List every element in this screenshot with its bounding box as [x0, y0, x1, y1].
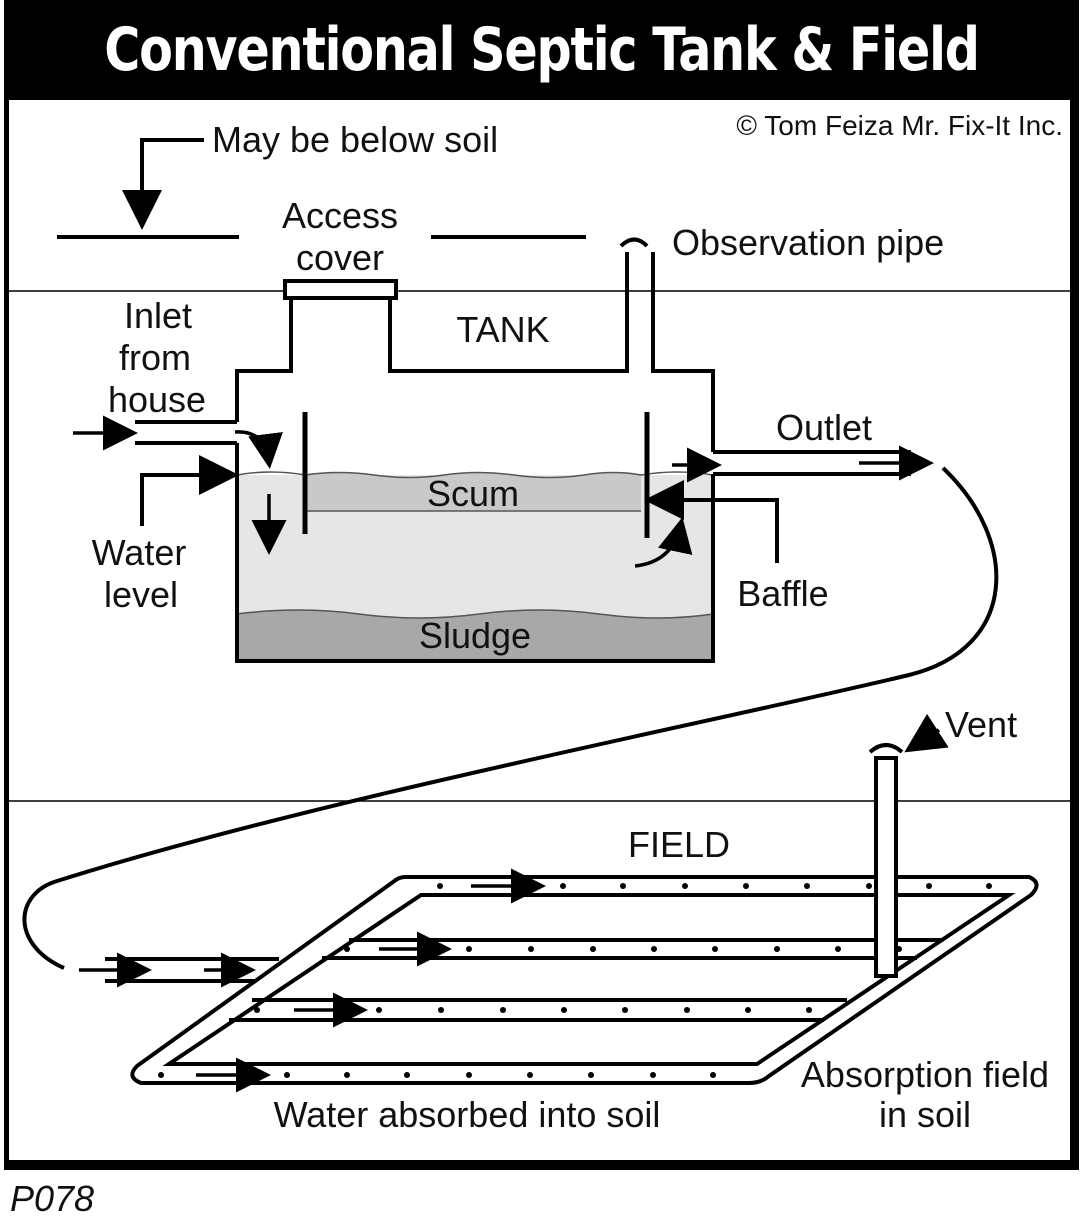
access-cover-label-2: cover: [296, 237, 384, 278]
below-soil-label: May be below soil: [212, 119, 498, 160]
water-surface-line: [304, 471, 714, 479]
vent-pipe: [874, 756, 898, 978]
sludge-label: Sludge: [419, 615, 531, 656]
sludge-surface-line: [236, 609, 714, 619]
observation-pipe-cap: [619, 237, 649, 248]
field-inner-loop: [162, 893, 1016, 1066]
tank-top-left: [235, 296, 627, 422]
tank-top-right: [653, 369, 715, 452]
vent-arrow: [904, 713, 949, 753]
septic-diagram-svg: © Tom Feiza Mr. Fix-It Inc. May be below…: [9, 110, 1070, 1135]
tank-body: [235, 443, 715, 663]
field-outer-loop: [130, 875, 1039, 1085]
outlet-label: Outlet: [776, 407, 872, 448]
field-label: FIELD: [628, 824, 730, 865]
diagram-canvas: © Tom Feiza Mr. Fix-It Inc. May be below…: [9, 100, 1070, 1160]
copyright-text: © Tom Feiza Mr. Fix-It Inc.: [736, 110, 1063, 141]
baffle-arrow: [644, 480, 779, 563]
absorption-label-1: Absorption field: [801, 1054, 1049, 1095]
connecting-pipe: [22, 466, 999, 970]
water-absorbed-label: Water absorbed into soil: [274, 1094, 661, 1135]
inlet-drop-arrow: [234, 430, 283, 469]
baffle-label: Baffle: [737, 573, 828, 614]
outlet-rise-arrow: [634, 517, 693, 568]
observation-pipe-label: Observation pipe: [672, 222, 944, 263]
vent-cap: [868, 743, 904, 754]
water-level-label-2: level: [104, 574, 178, 615]
inlet-label-1: Inlet: [124, 295, 192, 336]
perforation-dots: [158, 883, 992, 1078]
sludge-layer: [237, 610, 713, 661]
scum-label: Scum: [427, 473, 519, 514]
access-cover-label-1: Access: [282, 195, 398, 236]
vent-label: Vent: [945, 704, 1017, 745]
water-surface-left: [236, 471, 306, 476]
figure-code: P078: [10, 1178, 95, 1219]
scum-layer: [305, 472, 641, 511]
absorption-label-2: in soil: [879, 1094, 971, 1135]
tank-label: TANK: [456, 309, 549, 350]
access-cover: [283, 279, 398, 300]
water-level-label-1: Water: [92, 532, 187, 573]
below-soil-arrow: [122, 138, 204, 230]
diagram-title: Conventional Septic Tank & Field: [104, 15, 980, 85]
inlet-label-2: from: [119, 337, 191, 378]
inlet-label-3: house: [108, 379, 206, 420]
water-level-arrow: [140, 455, 239, 526]
